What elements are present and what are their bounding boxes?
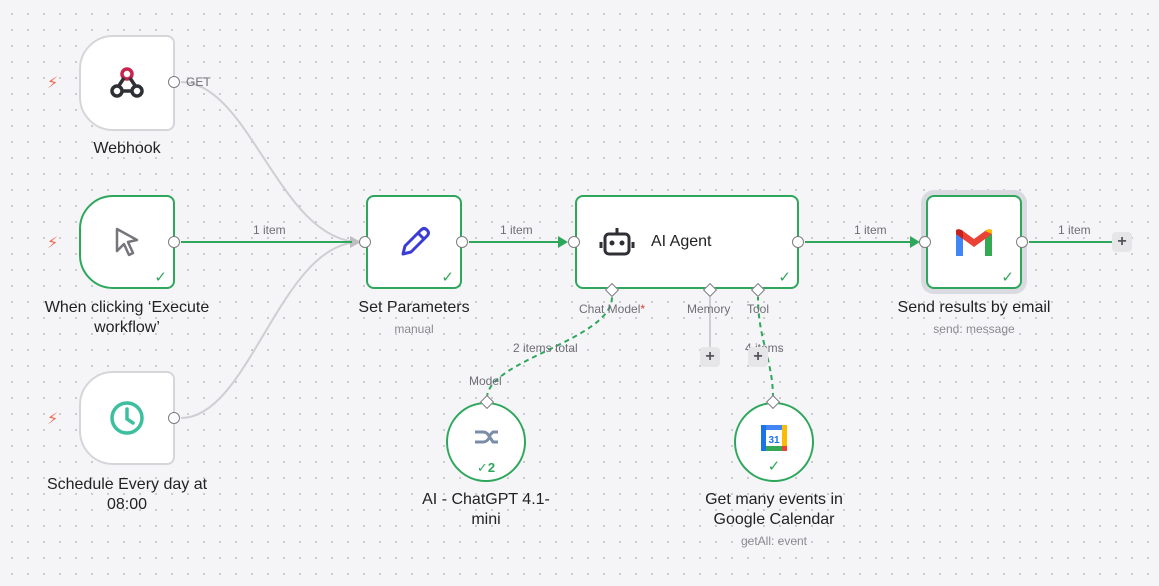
agent-output-port[interactable]	[792, 236, 804, 248]
tool-port-label: Tool	[747, 302, 770, 316]
set-parameters-node[interactable]: ✓	[366, 195, 462, 289]
add-memory-button[interactable]: +	[700, 347, 720, 367]
chat-model-port-label: Chat Model*	[579, 302, 646, 316]
set-input-port[interactable]	[359, 236, 371, 248]
add-tool-button[interactable]: +	[748, 347, 768, 367]
ai-agent-title: AI Agent	[651, 233, 712, 250]
model-port-label: Model	[469, 374, 502, 388]
model-selector-icon	[475, 430, 498, 444]
calendar-subtitle: getAll: event	[740, 534, 808, 548]
gmail-input-port[interactable]	[919, 236, 931, 248]
calendar-node[interactable]: 31 ✓	[734, 402, 814, 482]
gmail-subtitle: send: message	[933, 322, 1015, 336]
gmail-output-port[interactable]	[1016, 236, 1028, 248]
chatgpt-label: AI - ChatGPT 4.1-mini	[422, 491, 550, 528]
manual-trigger-label: When clicking ‘Execute workflow’	[44, 299, 210, 336]
google-calendar-icon: 31	[761, 425, 787, 451]
add-node-button[interactable]: +	[1112, 232, 1132, 252]
schedule-label: Schedule Every day at 08:00	[46, 476, 208, 513]
success-check-icon: ✓	[778, 269, 791, 286]
gmail-icon	[956, 229, 992, 256]
trigger-bolt-icon: ⚡	[47, 75, 59, 92]
webhook-method: GET	[186, 75, 211, 89]
success-check-icon: ✓	[1001, 269, 1014, 286]
manual-output-port[interactable]	[168, 236, 180, 248]
edge-label-items: 1 item	[253, 223, 286, 237]
calendar-icon-day: 31	[768, 435, 780, 446]
success-check-icon: ✓2	[476, 460, 496, 475]
webhook-label: Webhook	[93, 140, 161, 157]
trigger-bolt-icon: ⚡	[47, 411, 59, 428]
set-parameters-label: Set Parameters	[358, 299, 470, 316]
success-check-icon: ✓	[154, 269, 167, 286]
webhook-node[interactable]	[79, 35, 175, 131]
webhook-output-port[interactable]	[168, 76, 180, 88]
edge-label-items: 1 item	[854, 223, 887, 237]
success-check-icon: ✓	[441, 269, 454, 286]
pencil-icon	[401, 227, 430, 256]
calendar-label: Get many events in Google Calendar	[705, 491, 843, 528]
edge-arrow-agent	[558, 236, 568, 248]
gmail-label: Send results by email	[897, 299, 1051, 316]
set-parameters-subtitle: manual	[394, 322, 434, 336]
cursor-icon	[115, 227, 139, 257]
edge-webhook-to-set	[180, 81, 361, 243]
chatgpt-node[interactable]: ✓2	[446, 402, 526, 482]
ai-agent-node[interactable]: AI Agent ✓	[575, 195, 799, 289]
edge-label-items: 1 item	[500, 223, 533, 237]
schedule-node[interactable]	[79, 371, 175, 465]
memory-port-label: Memory	[687, 302, 731, 316]
edge-label-items: 1 item	[1058, 223, 1091, 237]
success-check-icon: ✓	[767, 458, 781, 475]
schedule-output-port[interactable]	[168, 412, 180, 424]
webhook-icon	[110, 67, 144, 98]
gmail-node[interactable]: ✓	[926, 195, 1022, 289]
model-items-total: 2 items total	[513, 341, 578, 355]
robot-icon	[599, 228, 635, 256]
trigger-bolt-icon: ⚡	[47, 235, 59, 252]
set-output-port[interactable]	[456, 236, 468, 248]
agent-input-port[interactable]	[568, 236, 580, 248]
clock-icon	[110, 401, 144, 435]
manual-trigger-node[interactable]: ✓	[79, 195, 175, 289]
